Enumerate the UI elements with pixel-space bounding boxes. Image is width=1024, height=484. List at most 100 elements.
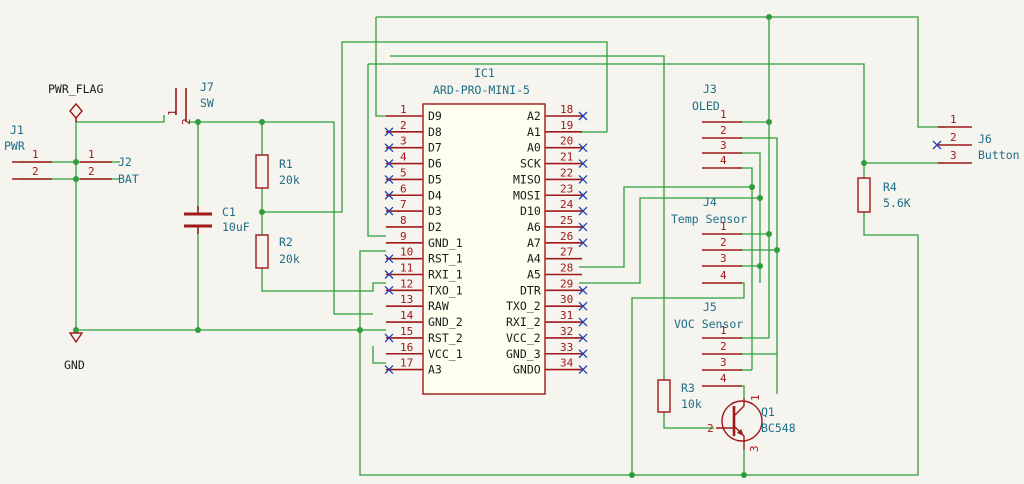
j7-pin1-num: 1 (166, 109, 179, 116)
ic1-pin-11-num: 11 (400, 262, 413, 275)
j4-pin-1-num: 1 (720, 220, 727, 233)
q1-emitter-arrow (737, 429, 744, 436)
ic1-pin-7-num: 7 (400, 198, 407, 211)
r1-value: 20k (279, 173, 300, 187)
j4-pin-3-num: 3 (720, 252, 727, 265)
j1-ref: J1 (10, 123, 24, 137)
no-connect-markers (384, 111, 942, 375)
ic1-pin-32-name: VCC_2 (506, 331, 541, 345)
r3-value: 10k (681, 397, 702, 411)
j4-value: Temp Sensor (671, 212, 747, 226)
ic1-pin-18-num: 18 (560, 103, 573, 116)
j1-value: PWR (4, 139, 25, 153)
ic1-pin-3-name: D7 (428, 141, 442, 155)
gnd-label: GND (64, 358, 85, 372)
ic1-pin-8-num: 8 (400, 214, 407, 227)
no-connect-ic1-26 (578, 238, 588, 248)
pwr-flag-label: PWR_FLAG (48, 82, 103, 96)
no-connect-ic1-17 (384, 365, 394, 375)
ic1-pin-20-name: A0 (527, 141, 541, 155)
ic1-pin-17-name: A3 (428, 363, 442, 377)
no-connect-ic1-21 (578, 159, 588, 169)
ic1-pin-12-num: 12 (400, 277, 413, 290)
no-connect-ic1-12 (384, 285, 394, 295)
j2-pin2-num: 2 (88, 165, 95, 178)
ic1-pin-7-name: D3 (428, 204, 442, 218)
ic1-ref: IC1 (474, 66, 495, 80)
ic1-pin-23-num: 23 (560, 182, 573, 195)
ic1-pin-4-name: D6 (428, 157, 442, 171)
j7-pin2-num: 2 (180, 118, 193, 125)
q1-value: BC548 (761, 421, 796, 435)
j5-ref: J5 (703, 300, 717, 314)
r2-value: 20k (279, 252, 300, 266)
j4-pin-2-num: 2 (720, 236, 727, 249)
no-connect-ic1-33 (578, 349, 588, 359)
ic1-pin-26-name: A7 (527, 236, 541, 250)
no-connect-ic1-18 (578, 111, 588, 121)
ic1-pin-8-name: D2 (428, 220, 442, 234)
ic1-pin-10-num: 10 (400, 246, 413, 259)
j4-ref: J4 (703, 195, 717, 209)
ic1-pin-9-name: GND_1 (428, 236, 463, 250)
ic1-pin-11-name: RXI_1 (428, 268, 463, 282)
no-connect-ic1-3 (384, 143, 394, 153)
ic1-pin-30-name: TXO_2 (506, 299, 541, 313)
ic1-pin-26-num: 26 (560, 230, 573, 243)
j1-connector: J1 PWR 1 2 (4, 123, 52, 180)
q1-pin2-num: 2 (707, 422, 714, 435)
r4-ref: R4 (883, 180, 897, 194)
ic1-pin-33-num: 33 (560, 341, 573, 354)
r3-ref: R3 (681, 381, 695, 395)
ic1-pin-21-num: 21 (560, 151, 573, 164)
ic1-pin-24-num: 24 (560, 198, 574, 211)
j5-pin-3-num: 3 (720, 356, 727, 369)
ic1-right-pins: 18A219A120A021SCK22MISO23MOSI24D1025A626… (506, 103, 582, 377)
j6-pins: 123 (938, 113, 972, 164)
j6-connector: J6 Button 123 (938, 113, 1020, 164)
no-connect-ic1-31 (578, 317, 588, 327)
j3-value: OLED (692, 99, 720, 113)
ic1-pin-10-name: RST_1 (428, 252, 463, 266)
pwr-flag: PWR_FLAG (48, 82, 103, 122)
ic1-pin-21-name: SCK (520, 157, 541, 171)
j3-pin-3-num: 3 (720, 139, 727, 152)
gnd-symbol: GND (64, 332, 85, 372)
j3-pin-1-num: 1 (720, 108, 727, 121)
no-connect-ic1-15 (384, 333, 394, 343)
ic1-pin-19-num: 19 (560, 119, 573, 132)
ic1-pin-16-num: 16 (400, 341, 413, 354)
ic1-pin-30-num: 30 (560, 293, 573, 306)
no-connect-ic1-10 (384, 254, 394, 264)
no-connect-ic1-32 (578, 333, 588, 343)
r3-resistor: R3 10k (657, 379, 702, 413)
ic1-pin-25-num: 25 (560, 214, 573, 227)
ic1-pin-14-name: GND_2 (428, 315, 463, 329)
ic1-pin-16-name: VCC_1 (428, 347, 463, 361)
no-connect-ic1-6 (384, 190, 394, 200)
ic1-pin-22-name: MISO (513, 172, 541, 186)
ic1-pin-31-num: 31 (560, 309, 573, 322)
ic1-pin-29-name: DTR (520, 283, 541, 297)
ic1-pin-31-name: RXI_2 (506, 315, 541, 329)
c1-capacitor: C1 10uF (184, 205, 250, 234)
ic1-pin-17-num: 17 (400, 357, 413, 370)
ic1-pin-5-num: 5 (400, 166, 407, 179)
j5-pin-4-num: 4 (720, 372, 727, 385)
j6-pin-3-num: 3 (950, 149, 957, 162)
ic1-pin-2-name: D8 (428, 125, 442, 139)
ic1-pin-20-num: 20 (560, 135, 573, 148)
ic1-pin-27-name: A4 (527, 252, 541, 266)
ic1-pin-15-num: 15 (400, 325, 413, 338)
no-connect-ic1-4 (384, 159, 394, 169)
ic1-pin-9-num: 9 (400, 230, 407, 243)
j7-value: SW (200, 96, 214, 110)
ic1-pin-18-name: A2 (527, 109, 541, 123)
ic1-pin-34-num: 34 (560, 357, 574, 370)
